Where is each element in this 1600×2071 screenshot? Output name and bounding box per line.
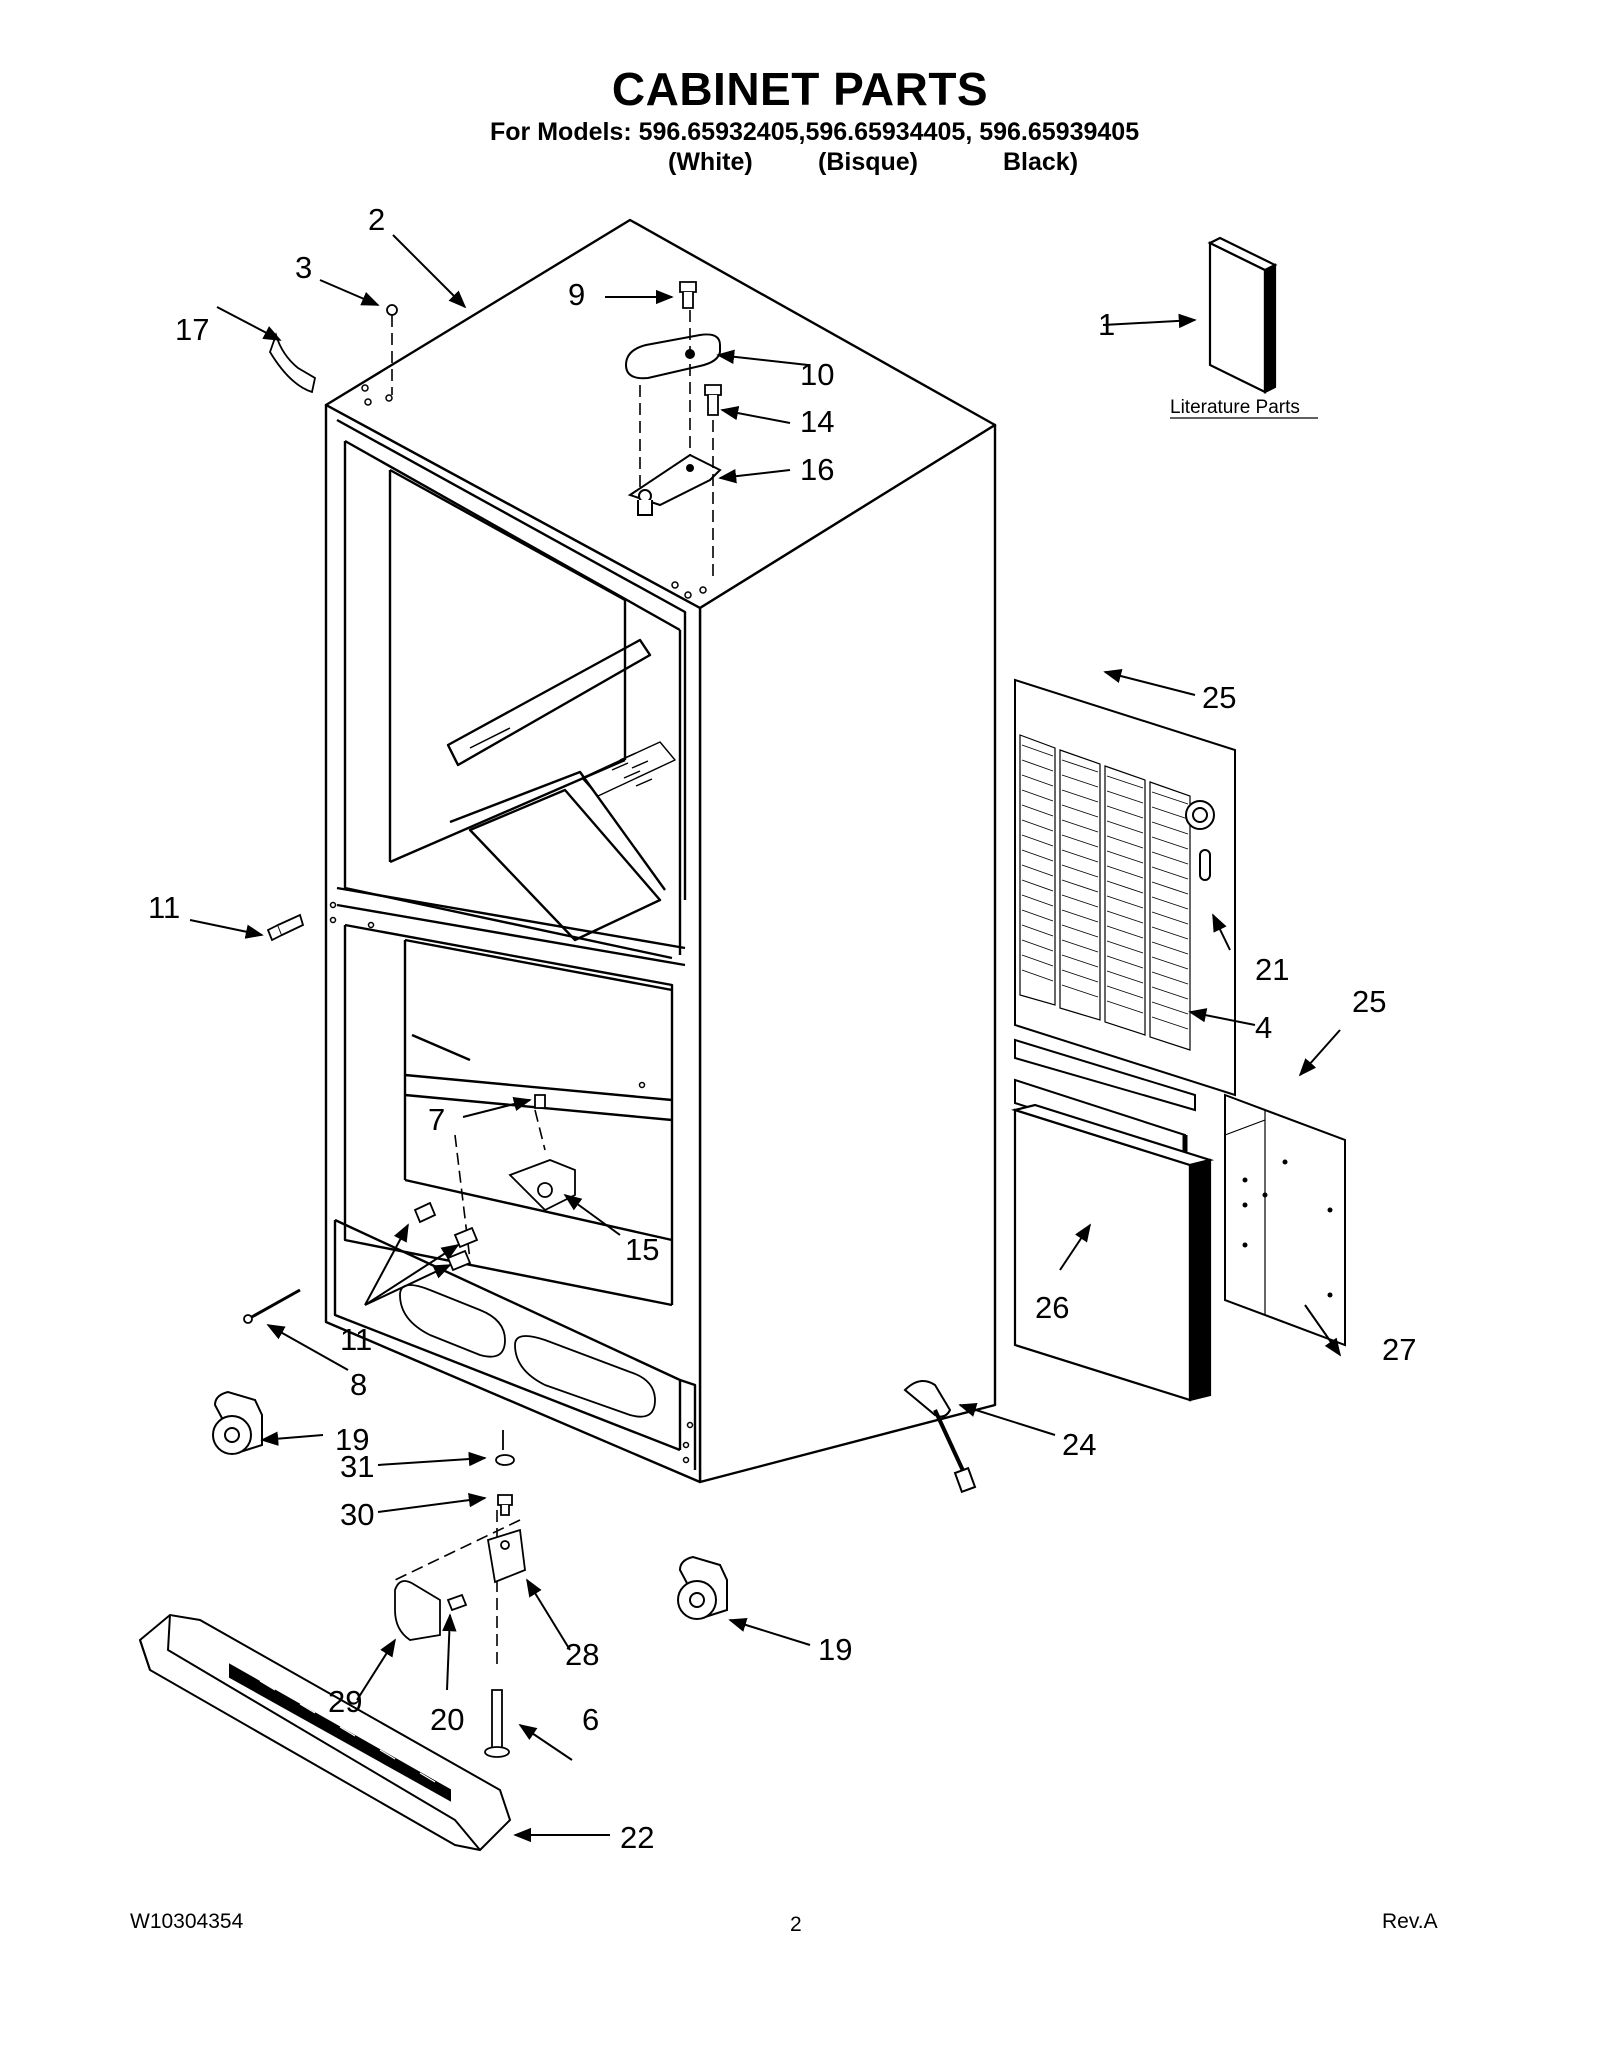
part-26-insulation [1010, 1103, 1215, 1402]
callout-21: 21 [1255, 952, 1289, 987]
callout-25-right: 25 [1352, 984, 1386, 1019]
variant-bisque: (Bisque) [818, 148, 918, 176]
part-11-screw [266, 913, 305, 942]
callout-11-left: 11 [148, 890, 180, 925]
part-24-cord [903, 1380, 977, 1494]
page-title: CABINET PARTS [611, 63, 989, 115]
callout-30: 30 [340, 1497, 374, 1532]
part-22-grille [138, 1613, 512, 1852]
callout-8: 8 [350, 1367, 367, 1402]
variant-black: Black) [1003, 148, 1079, 176]
callout-10: 10 [800, 357, 834, 392]
callout-15: 15 [625, 1232, 659, 1267]
callout-16: 16 [800, 452, 834, 487]
callout-29: 29 [328, 1684, 362, 1719]
models-line: For Models: 596.65932405,596.65934405, 5… [490, 118, 1140, 146]
callout-19-right: 19 [818, 1632, 852, 1667]
callout-3: 3 [295, 250, 312, 285]
caster-right [677, 1555, 728, 1620]
callout-1: 1 [1098, 307, 1115, 342]
leader-arrows [189, 234, 1342, 1843]
callout-26: 26 [1035, 1290, 1069, 1325]
callout-11-bottom: 11 [340, 1322, 372, 1357]
callout-24: 24 [1062, 1427, 1096, 1462]
part-27-holes [1242, 1159, 1333, 1298]
callout-27: 27 [1382, 1332, 1416, 1367]
freezer-hardware [243, 1094, 576, 1324]
callout-9: 9 [568, 277, 585, 312]
callout-20: 20 [430, 1702, 464, 1737]
callout-25-top: 25 [1202, 680, 1236, 715]
caster-left [212, 1390, 263, 1455]
doc-number: W10304354 [130, 1910, 244, 1933]
top-hinge [624, 333, 722, 516]
screw-holes [329, 384, 707, 1464]
callout-2: 2 [368, 202, 385, 237]
revision: Rev.A [1382, 1910, 1438, 1933]
literature-parts-label: Literature Parts [1170, 397, 1300, 418]
callout-17: 17 [175, 312, 209, 347]
part-17-tape [269, 332, 317, 394]
leveling-hardware [394, 1430, 526, 1758]
callout-19-left: 19 [335, 1422, 369, 1457]
callout-22: 22 [620, 1820, 654, 1855]
part-27-panel [1224, 1093, 1346, 1347]
callout-31: 31 [340, 1449, 374, 1484]
callout-4: 4 [1255, 1010, 1272, 1045]
rear-panel [1014, 678, 1236, 1112]
callout-14: 14 [800, 404, 834, 439]
page-number: 2 [790, 1913, 802, 1936]
callout-7: 7 [428, 1102, 445, 1137]
callout-28: 28 [565, 1637, 599, 1672]
variant-white: (White) [668, 148, 753, 176]
cabinet-body [324, 218, 997, 1484]
callout-6: 6 [582, 1702, 599, 1737]
literature-booklet [1207, 236, 1278, 394]
